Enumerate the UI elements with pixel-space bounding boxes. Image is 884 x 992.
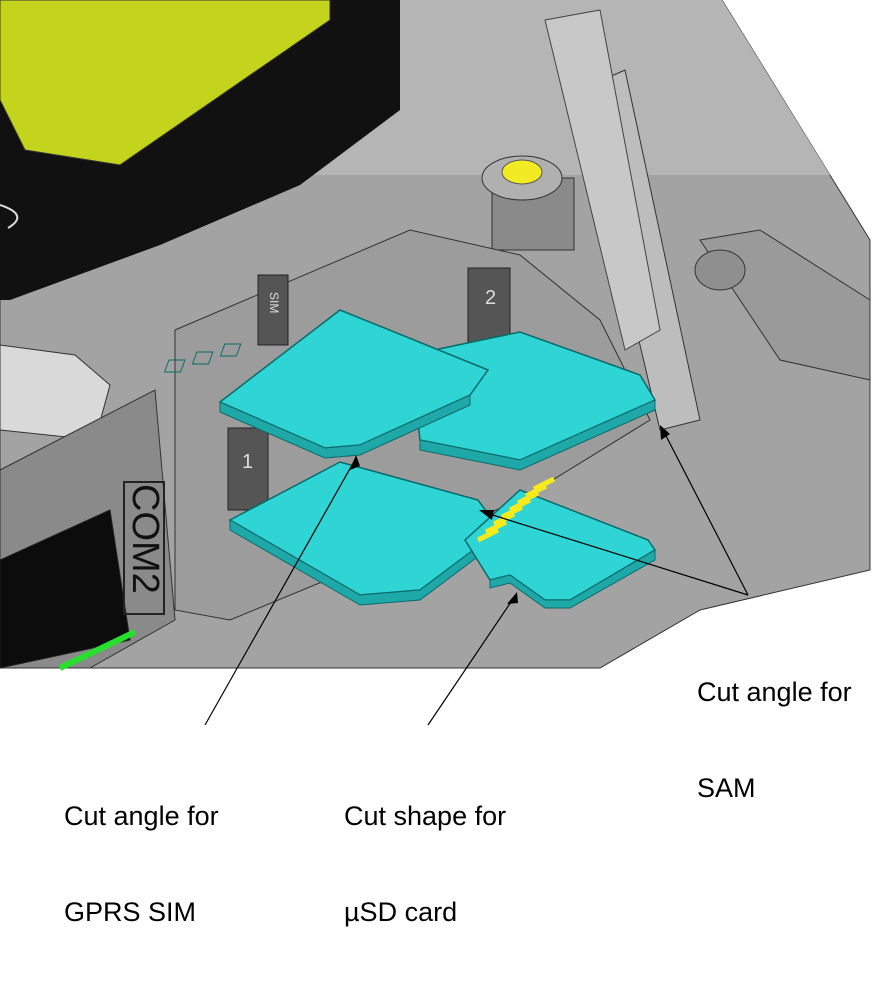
sim-chip-square-3 (219, 343, 242, 357)
left-block (0, 344, 111, 441)
sam-callout: Cut angle for SAM (697, 612, 852, 868)
device-illustration: SIM 2 1 COM2 (0, 0, 871, 726)
slot-2-icon: 2 (467, 267, 511, 349)
gprs-callout-line2: GPRS SIM (64, 897, 197, 927)
usd-callout: Cut shape for µSD card (344, 736, 506, 992)
rear-knob (694, 249, 746, 291)
com-port-opening (0, 509, 131, 669)
sim-chip-square-1 (163, 359, 186, 373)
slot-1-label: 1 (242, 451, 253, 473)
slot-2-label: 2 (485, 287, 496, 309)
sim-slot-icon: SIM (257, 274, 289, 346)
leader-sam-2 (482, 511, 749, 596)
led-light (501, 159, 543, 185)
arrowhead-usd (507, 592, 518, 604)
gprs-callout-line1: Cut angle for (64, 801, 219, 831)
com-port-label: COM2 (124, 484, 166, 594)
arrowhead-gprs-sim (350, 455, 360, 470)
com-label-box (123, 481, 165, 615)
slot-1-icon: 1 (227, 427, 269, 511)
gprs-sim-card-edge (219, 394, 471, 459)
sam-card-edge (419, 399, 656, 471)
sam-callout-line1: Cut angle for (697, 677, 852, 707)
usd-card-edge (489, 549, 656, 609)
gprs-sim-callout: Cut angle for GPRS SIM (64, 736, 219, 992)
sam-callout-line2: SAM (697, 773, 756, 803)
arrowhead-sam-1 (660, 425, 670, 440)
device-diagram: SIM 2 1 COM2 (0, 0, 871, 927)
usd-callout-line2: µSD card (344, 897, 458, 927)
leader-sam-1 (662, 429, 749, 596)
arrowhead-sam-2 (479, 510, 494, 520)
panel-arc (0, 204, 19, 229)
connector-led (58, 629, 137, 671)
display-screen (0, 0, 331, 166)
sim-icon-label: SIM (267, 292, 281, 313)
side-rail-inner (544, 9, 661, 351)
sim-chip-square-2 (191, 351, 214, 365)
usd-callout-line1: Cut shape for (344, 801, 507, 831)
leader-gprs-sim (204, 457, 357, 726)
leader-usd (427, 595, 516, 726)
